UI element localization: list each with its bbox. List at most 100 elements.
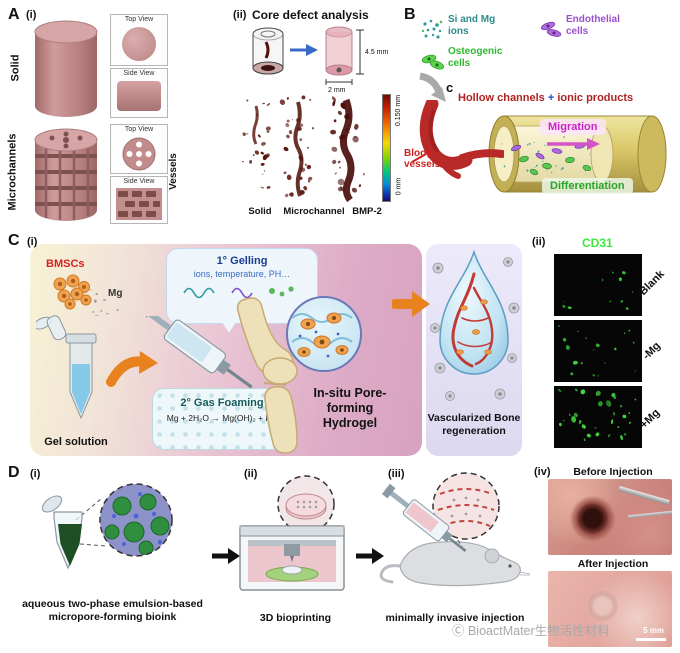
panel-c-ii-label: (ii)	[532, 236, 546, 248]
osteogenic-cells-label: Osteogenic cells	[448, 46, 503, 69]
after-photo: 5 mm	[548, 571, 672, 647]
bioink-illustration	[41, 483, 173, 570]
foaming-formula: Mg + 2H₂O → Mg(OH)₂ + H₂!	[166, 413, 278, 423]
watermark: Ⓒ BioactMater生物活性材料	[452, 624, 610, 638]
channel-tube-illustration	[488, 115, 667, 193]
panel-a-i-label: (i)	[26, 9, 37, 21]
injection-caption: minimally invasive injection	[385, 612, 525, 624]
gray-arrow-icon	[419, 72, 446, 102]
colorbar	[382, 94, 391, 202]
top-view-caption: Top View	[124, 16, 154, 23]
bmsc-cluster-icon	[53, 274, 92, 310]
fluorescence-plus-mg-speckles	[558, 388, 637, 442]
solid-cylinder-illustration	[34, 20, 98, 117]
group-label-microchannel: Microchannel	[283, 206, 345, 217]
core-defect-illustration: 4.5 mm 2 mm	[252, 26, 389, 94]
gelling-subtitle: ions, temperature, PH…	[193, 269, 291, 279]
core-diameter-dim: 2 mm	[328, 87, 346, 94]
mg-particles-icon	[89, 289, 119, 317]
scale-label: 5 mm	[643, 626, 664, 635]
scale-bar	[636, 638, 666, 641]
panel-c-label: C	[8, 232, 20, 249]
molecule-squiggles-icon	[183, 286, 294, 299]
inset-side-view-microchannel: Side View	[110, 176, 168, 224]
defect-map-illustration	[242, 95, 365, 203]
microchannels-rotated-label: Microchannels	[6, 133, 19, 211]
mouse-tail	[379, 564, 402, 584]
si-mg-ions-label: Si and Mg ions	[448, 14, 496, 37]
orange-arrow-1-icon	[106, 351, 158, 387]
step-iii-label: (iii)	[388, 468, 405, 480]
panel-d-label: D	[8, 464, 20, 481]
inset-top-view-microchannel: Top View	[110, 124, 168, 174]
blood-vessels-label: Blood vessels	[404, 148, 441, 170]
group-label-bmp2: BMP-2	[352, 206, 382, 217]
gelling-title: 1° Gelling	[216, 255, 268, 267]
flow-arrow-1-icon	[212, 548, 240, 564]
row-label-minus-mg: -Mg	[640, 339, 663, 363]
flow-arrow-2-icon	[356, 548, 384, 564]
solid-rotated-label: Solid	[9, 54, 22, 82]
microchannel-cylinder-illustration	[34, 128, 98, 221]
after-injection-label: After Injection	[577, 558, 649, 570]
syringe-illustration	[146, 316, 253, 389]
subpanel-c-marker: c	[446, 80, 454, 95]
vascularized-label: Vascularized Bone regeneration	[427, 412, 521, 437]
panel-c-i-label: (i)	[27, 236, 38, 248]
si-mg-ions-icon	[421, 19, 443, 39]
bioprinting-caption: 3D bioprinting	[259, 612, 332, 624]
inset-top-view-solid: Top View	[110, 14, 168, 66]
hydrogel-zoom-inset	[286, 296, 362, 372]
gel-solution-label: Gel solution	[44, 436, 108, 448]
bioink-caption: aqueous two-phase emulsion-based micropo…	[22, 598, 203, 623]
inset-side-view-solid: Side View	[110, 68, 168, 118]
migration-label: Migration	[540, 119, 606, 135]
before-injection-label: Before Injection	[573, 466, 653, 478]
fluorescence-minus-mg-speckles	[557, 325, 636, 377]
hydrogel-cells-illustration	[291, 312, 353, 358]
orange-arrow-2-icon	[392, 291, 430, 317]
side-view-caption: Side View	[123, 178, 155, 185]
cd31-label: CD31	[582, 236, 613, 250]
bmscs-label: BMSCs	[46, 258, 85, 270]
fluorescence-blank-speckles	[562, 271, 634, 311]
panel-a-label: A	[8, 6, 20, 23]
endothelial-cells-icon	[540, 21, 562, 37]
side-view-caption: Side View	[123, 70, 155, 77]
tubes-illustration	[36, 315, 97, 420]
insitu-label: In-situ Pore-forming Hydrogel	[313, 386, 387, 430]
hollow-channels-title: Hollow channels + ionic products	[458, 92, 633, 104]
side-view-microchannel-pattern	[116, 188, 162, 220]
colorbar-max-label: 0.150 mm	[395, 94, 403, 127]
bone-drop-illustration	[430, 249, 520, 401]
side-view-solid-swatch	[117, 81, 161, 111]
endothelial-cells-label: Endothelial cells	[566, 14, 620, 37]
injection-illustration	[379, 472, 531, 587]
step-i-label: (i)	[30, 468, 41, 480]
bioprinter-illustration	[239, 475, 345, 591]
vessels-rotated-label: Vessels	[167, 153, 179, 190]
colorbar-min-label: 0 mm	[395, 177, 403, 196]
title-plus: +	[547, 92, 555, 104]
instrument-rod-1	[618, 485, 670, 506]
fluorescence-blank	[554, 254, 642, 316]
differentiation-label: Differentiation	[542, 178, 633, 194]
core-height-dim: 4.5 mm	[365, 49, 389, 56]
fluorescence-plus-mg	[554, 386, 642, 448]
before-photo	[548, 479, 672, 555]
panel-b-label: B	[404, 6, 416, 23]
foaming-title: 2° Gas Foaming	[180, 397, 264, 409]
step-ii-label: (ii)	[244, 468, 258, 480]
fluorescence-minus-mg	[554, 320, 642, 382]
osteogenic-cells-icon	[421, 54, 445, 70]
mg-label: Mg	[108, 288, 123, 299]
gelling-bubble-tail	[222, 322, 236, 333]
panel-a-ii-label: (ii)	[233, 9, 247, 21]
title-post: ionic products	[554, 92, 634, 104]
core-defect-title: Core defect analysis	[252, 8, 369, 22]
top-view-caption: Top View	[124, 126, 154, 133]
top-view-microchannel-circle	[122, 137, 156, 171]
instrument-rod-2	[627, 510, 672, 519]
knee-joint-illustration	[236, 297, 298, 454]
